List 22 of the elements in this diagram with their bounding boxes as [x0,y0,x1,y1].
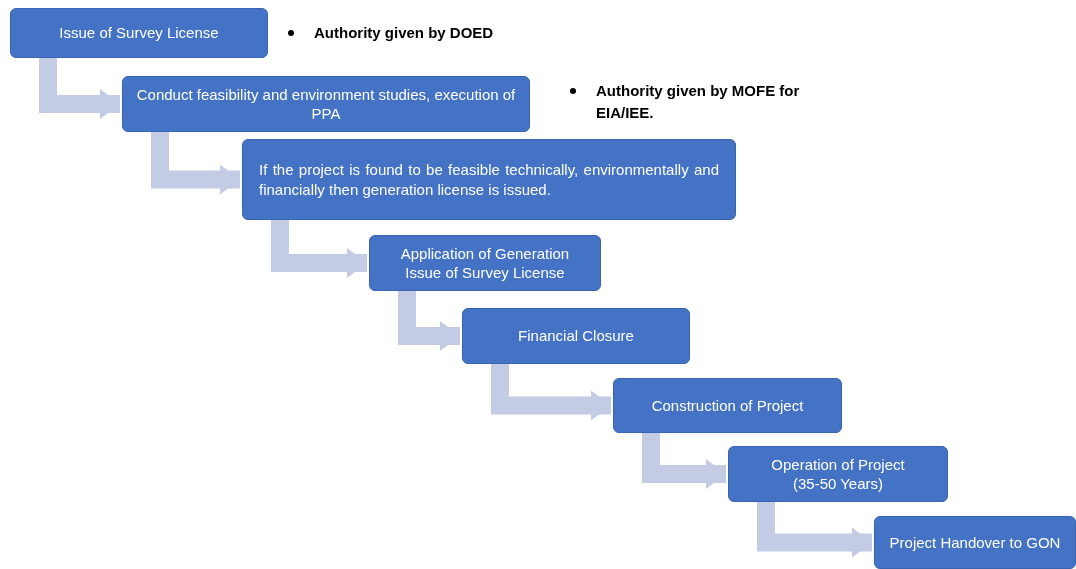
step-text: Financial Closure [517,326,635,346]
bent-arrow [271,220,367,278]
process-box [462,308,690,364]
process-box [122,76,530,132]
process-box [369,235,601,291]
process-box [728,446,948,502]
note-text: Authority given by MOFE for EIA/IEE. [596,81,801,123]
step-text: If the project is found to be feasible technically, environmentally and financially then generation license is issued. [258,160,720,199]
bent-arrow [491,364,611,421]
note-text: Authority given by DOED [314,23,494,43]
process-box [10,8,268,58]
process-box [242,139,736,220]
process-box [874,516,1076,569]
step-text: Application of Generation Issue of Survey License [399,243,571,283]
step-text: Operation of Project [770,454,906,474]
step-text: Project Handover to GON [888,532,1062,553]
step-text: Issue of Survey License [58,23,220,43]
step-text: Construction of Project [650,395,805,416]
process-box [613,378,842,433]
bent-arrow [642,433,726,489]
step-text: (35-50 Years) [791,474,885,494]
step-text: Conduct feasibility and environment studies, execution of PPA [135,84,517,124]
